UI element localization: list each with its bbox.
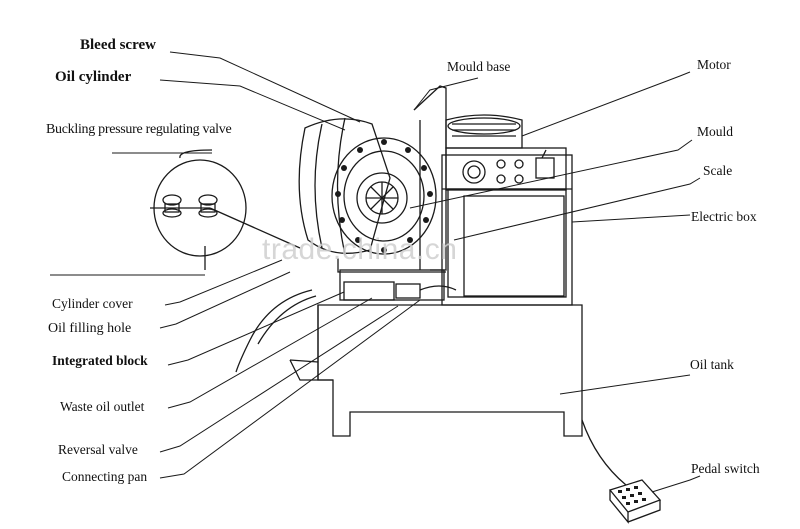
mould-base: [337, 85, 447, 301]
control-panel: [445, 147, 567, 191]
integrated-block: [235, 281, 457, 373]
label-waste-oil-outlet: Waste oil outlet: [60, 399, 145, 414]
oil-tank: [289, 304, 583, 437]
label-bleed-screw: Bleed screw: [80, 37, 156, 53]
label-mould: Mould: [697, 124, 734, 139]
label-oil-tank: Oil tank: [690, 357, 734, 372]
label-motor: Motor: [697, 57, 731, 72]
label-connecting-pan: Connecting pan: [62, 469, 148, 484]
motor: [445, 114, 523, 149]
label-pedal-switch: Pedal switch: [691, 461, 760, 476]
label-mould-base: Mould base: [447, 59, 511, 74]
label-scale: Scale: [703, 163, 733, 178]
label-electric-box: Electric box: [691, 209, 757, 224]
oil-cylinder: [298, 117, 391, 256]
electric-box: [441, 154, 573, 306]
label-oil-filling-hole: Oil filling hole: [48, 321, 132, 336]
label-reversal-valve: Reversal valve: [58, 442, 138, 457]
watermark: trade.china.cn: [262, 233, 458, 266]
label-buckling-pressure-regulating-valve: Buckling pressure regulating valve: [46, 122, 232, 137]
label-oil-cylinder: Oil cylinder: [55, 69, 132, 85]
label-integrated-block: Integrated block: [52, 353, 148, 368]
leader-lines: [50, 51, 701, 493]
valve-detail: [150, 149, 301, 270]
crimping-head: [331, 137, 437, 255]
label-cylinder-cover: Cylinder cover: [52, 296, 133, 311]
pedal-switch: [581, 419, 662, 524]
